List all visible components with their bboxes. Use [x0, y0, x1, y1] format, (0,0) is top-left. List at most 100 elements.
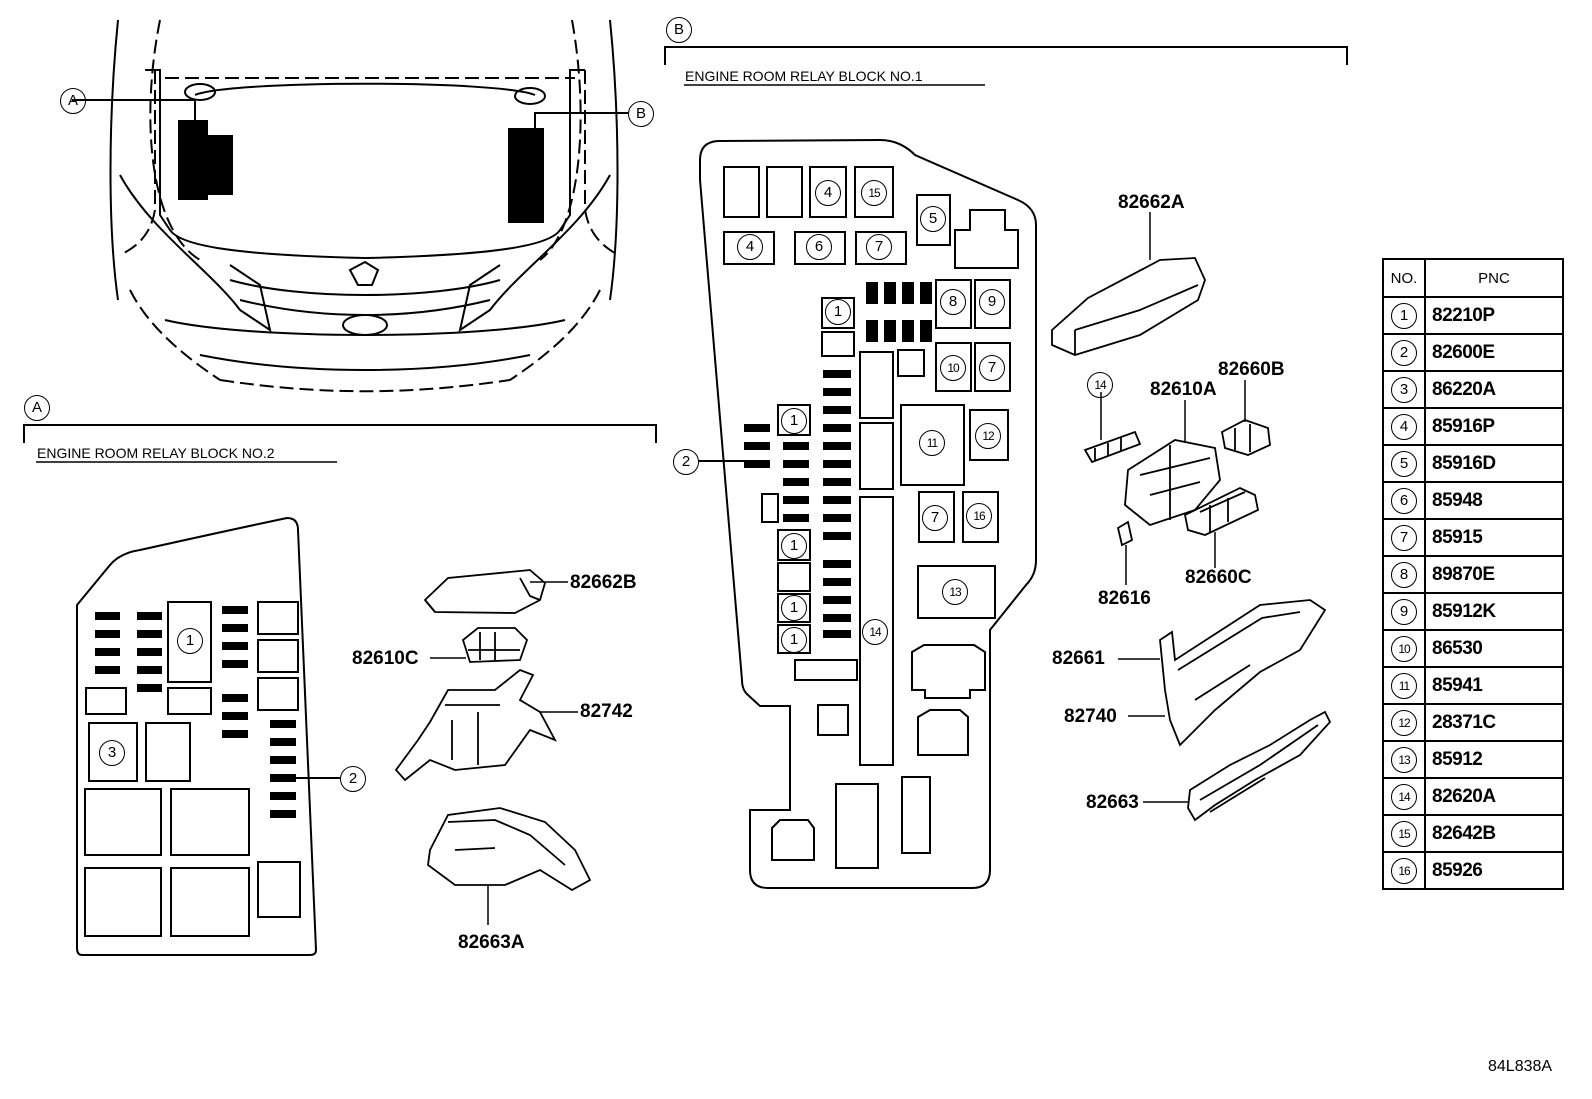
- block1-callout: 4: [815, 180, 841, 206]
- row-number-callout: 1: [1391, 302, 1417, 329]
- part-14-clip: [1083, 392, 1142, 464]
- part-label: 82662B: [570, 572, 637, 593]
- section-headers: [23, 46, 1348, 463]
- block1-callout: 15: [861, 180, 887, 206]
- part-82740-bracket: [1118, 599, 1327, 747]
- row-number-callout: 14: [1391, 783, 1417, 810]
- row-pnc: 82642B: [1424, 814, 1564, 853]
- block1-callout: 1: [781, 533, 807, 559]
- row-number-callout: 4: [1391, 413, 1417, 440]
- part-label: 82660C: [1185, 567, 1252, 588]
- block1-callout: 8: [940, 289, 966, 315]
- row-number: 7: [1382, 518, 1426, 557]
- table-row: 3 86220A: [1382, 370, 1564, 409]
- part-label: 82662A: [1118, 192, 1185, 213]
- row-number: 10: [1382, 629, 1426, 668]
- part-callout: 14: [1087, 372, 1113, 398]
- row-number: 14: [1382, 777, 1426, 816]
- row-pnc: 85916P: [1424, 407, 1564, 446]
- part-label: 82610A: [1150, 379, 1217, 400]
- block1-callout: 1: [781, 408, 807, 434]
- row-number: 6: [1382, 481, 1426, 520]
- row-pnc: 85916D: [1424, 444, 1564, 483]
- row-pnc: 85912K: [1424, 592, 1564, 631]
- row-number-callout: 3: [1391, 376, 1417, 403]
- block1-callout: 1: [781, 595, 807, 621]
- row-number-callout: 12: [1391, 709, 1417, 736]
- row-number: 5: [1382, 444, 1426, 483]
- row-number-callout: 7: [1391, 524, 1417, 551]
- row-pnc: 85912: [1424, 740, 1564, 779]
- block-2-parts: [394, 569, 592, 925]
- part-82660C-connector: [1183, 487, 1260, 568]
- part-label: 82740: [1064, 706, 1117, 727]
- block1-callout: 13: [942, 579, 968, 605]
- block1-callout: 7: [866, 234, 892, 260]
- section-b-marker: B: [666, 17, 692, 43]
- part-82663-tray: [1143, 710, 1332, 822]
- table-row: 4 85916P: [1382, 407, 1564, 446]
- row-number-callout: 16: [1391, 857, 1417, 884]
- part-82610A-block: [1124, 400, 1221, 527]
- relay-block-2: [76, 516, 340, 956]
- row-number-callout: 15: [1391, 820, 1417, 847]
- row-number: 3: [1382, 370, 1426, 409]
- block1-callout: 1: [825, 299, 851, 325]
- part-label: 82661: [1052, 648, 1105, 669]
- part-label: 82742: [580, 701, 633, 722]
- row-number-callout: 11: [1391, 672, 1417, 699]
- row-pnc: 89870E: [1424, 555, 1564, 594]
- block1-callout: 7: [979, 355, 1005, 381]
- row-number: 16: [1382, 851, 1426, 890]
- row-pnc: 28371C: [1424, 703, 1564, 742]
- row-number-callout: 6: [1391, 487, 1417, 514]
- row-number: 8: [1382, 555, 1426, 594]
- block2-callout: 2: [340, 766, 366, 792]
- row-pnc: 86220A: [1424, 370, 1564, 409]
- table-row: 15 82642B: [1382, 814, 1564, 853]
- block1-callout: 4: [737, 234, 763, 260]
- block1-callout: 6: [806, 234, 832, 260]
- vehicle-front-view: [72, 19, 628, 393]
- table-row: 16 85926: [1382, 851, 1564, 890]
- section-b-title: ENGINE ROOM RELAY BLOCK NO.1: [685, 68, 923, 84]
- row-number: 15: [1382, 814, 1426, 853]
- block1-callout: 2: [673, 449, 699, 475]
- row-number: 12: [1382, 703, 1426, 742]
- block-1-parts: [1051, 212, 1332, 822]
- vehicle-callout-a: A: [60, 88, 86, 114]
- pnc-table-header: NO. PNC: [1382, 258, 1564, 298]
- row-pnc: 85948: [1424, 481, 1564, 520]
- table-row: 7 85915: [1382, 518, 1564, 557]
- row-number: 9: [1382, 592, 1426, 631]
- table-row: 6 85948: [1382, 481, 1564, 520]
- row-pnc: 85926: [1424, 851, 1564, 890]
- table-row: 12 28371C: [1382, 703, 1564, 742]
- part-label: 82663: [1086, 792, 1139, 813]
- part-82660B-connector: [1220, 380, 1271, 456]
- block1-callout: 12: [975, 423, 1001, 449]
- block1-callout: 10: [940, 355, 966, 381]
- block1-callout: 11: [919, 430, 945, 456]
- part-label: 82660B: [1218, 359, 1285, 380]
- block1-callout: 16: [966, 503, 992, 529]
- block2-callout: 3: [99, 740, 125, 766]
- block1-callout: 14: [862, 619, 888, 645]
- section-a-title: ENGINE ROOM RELAY BLOCK NO.2: [37, 445, 275, 461]
- part-82662B-cover: [423, 569, 568, 614]
- block2-callout: 1: [177, 628, 203, 654]
- row-pnc: 85915: [1424, 518, 1564, 557]
- part-label: 82610C: [352, 648, 419, 669]
- header-pnc: PNC: [1424, 258, 1564, 298]
- row-pnc: 82600E: [1424, 333, 1564, 372]
- row-number: 11: [1382, 666, 1426, 705]
